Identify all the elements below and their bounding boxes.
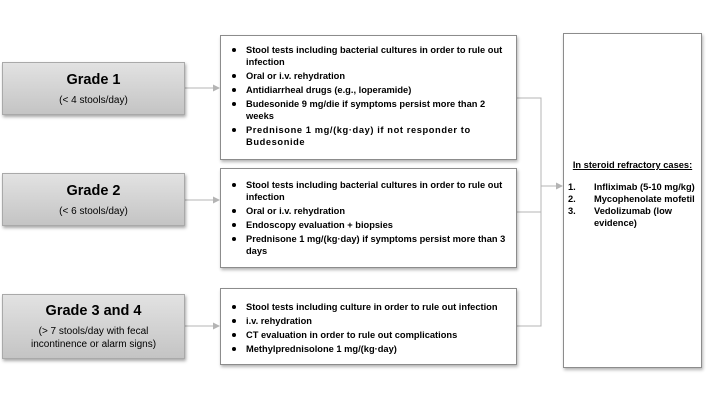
grade-2-subtitle: (< 6 stools/day) <box>59 206 128 217</box>
grade-2-treatments: Stool tests including bacterial cultures… <box>220 168 517 268</box>
refractory-item-number: 1. <box>568 182 576 192</box>
grade-1-title: Grade 1 <box>66 72 121 88</box>
grade-1-box: Grade 1 (< 4 stools/day) <box>2 62 185 115</box>
treatment-item: Stool tests including bacterial cultures… <box>221 179 516 203</box>
treatment-item: CT evaluation in order to rule out compl… <box>221 329 516 341</box>
refractory-item-text: Infliximab (5-10 mg/kg) <box>594 182 695 192</box>
grade-1-subtitle: (< 4 stools/day) <box>59 95 128 106</box>
refractory-item: 3. Vedolizumab (low evidence) <box>564 205 701 229</box>
grade-2-title: Grade 2 <box>66 183 121 199</box>
refractory-item: 2. Mycophenolate mofetil <box>564 193 701 205</box>
treatment-item: Oral or i.v. rehydration <box>221 205 516 217</box>
treatment-item: Budesonide 9 mg/die if symptoms persist … <box>221 98 516 122</box>
grade-2-box: Grade 2 (< 6 stools/day) <box>2 173 185 226</box>
treatment-item: i.v. rehydration <box>221 315 516 327</box>
treatment-item: Antidiarrheal drugs (e.g., loperamide) <box>221 84 516 96</box>
treatment-item: Methylprednisolone 1 mg/(kg·day) <box>221 343 516 355</box>
grade-3-box: Grade 3 and 4 (> 7 stools/day with fecal… <box>2 294 185 359</box>
refractory-item-text: Vedolizumab (low evidence) <box>594 206 672 228</box>
refractory-item-number: 3. <box>568 206 576 216</box>
refractory-title: In steroid refractory cases: <box>572 160 693 170</box>
grade-1-treatments: Stool tests including bacterial cultures… <box>220 35 517 160</box>
treatment-item: Endoscopy evaluation + biopsies <box>221 219 516 231</box>
refractory-item-text: Mycophenolate mofetil <box>594 194 695 204</box>
refractory-box: In steroid refractory cases: 1. Inflixima… <box>563 33 702 368</box>
grade-3-subtitle: (> 7 stools/day with fecal incontinence … <box>30 326 157 350</box>
treatment-item: Stool tests including bacterial cultures… <box>221 44 516 68</box>
treatment-item: Prednisone 1 mg/(kg·day) if not responde… <box>221 124 516 148</box>
grade-3-title: Grade 3 and 4 <box>45 303 142 319</box>
treatment-item: Oral or i.v. rehydration <box>221 70 516 82</box>
treatment-item: Stool tests including culture in order t… <box>221 301 516 313</box>
grade-3-treatments: Stool tests including culture in order t… <box>220 288 517 365</box>
refractory-item: 1. Infliximab (5-10 mg/kg) <box>564 181 701 193</box>
treatment-item: Prednisone 1 mg/(kg·day) if symptoms per… <box>221 233 516 257</box>
refractory-item-number: 2. <box>568 194 576 204</box>
